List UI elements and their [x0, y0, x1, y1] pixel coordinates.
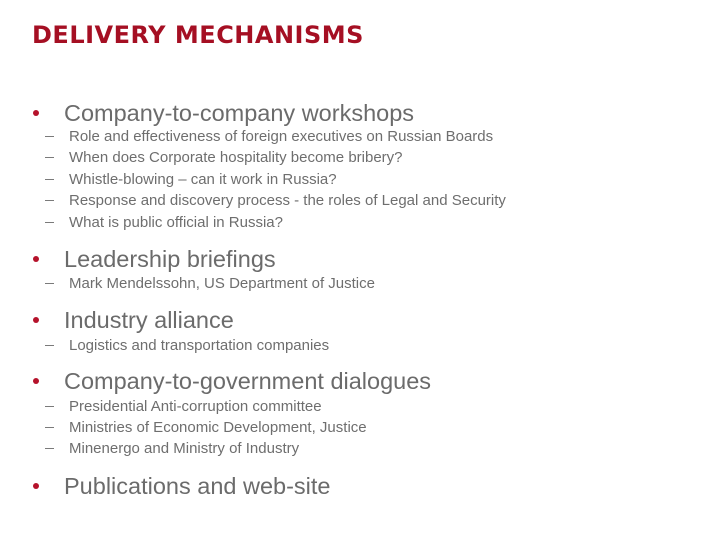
bullet-item-company-to-government-dialogues: Company-to-government dialogues: [0, 366, 700, 396]
bullet-label: Company-to-government dialogues: [64, 368, 432, 394]
sub-item-label: Ministries of Economic Development, Just…: [69, 419, 367, 436]
bullet-dot-icon: [33, 483, 39, 489]
bullet-dot-icon: [33, 378, 39, 384]
sub-item-label: Logistics and transportation companies: [69, 337, 330, 354]
bullet-dot-icon: [33, 256, 39, 262]
dash-icon: [45, 179, 54, 180]
sub-item: When does Corporate hospitality become b…: [0, 148, 700, 168]
sub-item: Presidential Anti-corruption committee: [0, 397, 700, 417]
sub-item-label: Whistle-blowing – can it work in Russia?: [69, 171, 337, 188]
bullet-label: Publications and web-site: [64, 473, 331, 499]
sub-item: Whistle-blowing – can it work in Russia?: [0, 170, 700, 190]
sub-item: Logistics and transportation companies: [0, 336, 700, 356]
bullet-item-leadership-briefings: Leadership briefings: [0, 244, 700, 274]
dash-icon: [45, 200, 54, 201]
slide-title: DELIVERY MECHANISMS: [32, 21, 364, 49]
sub-item: Response and discovery process - the rol…: [0, 191, 700, 211]
sub-item: Ministries of Economic Development, Just…: [0, 418, 700, 438]
sub-item: What is public official in Russia?: [0, 213, 700, 233]
dash-icon: [45, 448, 54, 449]
bullet-dot-icon: [33, 317, 39, 323]
bullet-label: Leadership briefings: [64, 246, 276, 272]
sub-item-label: When does Corporate hospitality become b…: [69, 149, 403, 166]
sub-item-label: Presidential Anti-corruption committee: [69, 398, 322, 415]
bullet-item-publications-and-web-site: Publications and web-site: [0, 471, 700, 501]
dash-icon: [45, 157, 54, 158]
dash-icon: [45, 427, 54, 428]
dash-icon: [45, 406, 54, 407]
dash-icon: [45, 136, 54, 137]
bullet-dot-icon: [33, 110, 39, 116]
bullet-item-company-to-company-workshops: Company-to-company workshops: [0, 98, 700, 128]
dash-icon: [45, 345, 54, 346]
sub-item-label: Role and effectiveness of foreign execut…: [69, 128, 494, 145]
dash-icon: [45, 222, 54, 223]
bullet-label: Industry alliance: [64, 307, 234, 333]
bullet-label: Company-to-company workshops: [64, 100, 415, 126]
sub-item: Role and effectiveness of foreign execut…: [0, 127, 700, 147]
sub-item-label: Mark Mendelssohn, US Department of Justi…: [69, 275, 375, 292]
bullet-item-industry-alliance: Industry alliance: [0, 305, 700, 335]
sub-item-label: Response and discovery process - the rol…: [69, 192, 506, 209]
sub-item-label: Minenergo and Ministry of Industry: [69, 440, 300, 457]
dash-icon: [45, 283, 54, 284]
sub-item-label: What is public official in Russia?: [69, 214, 283, 231]
sub-item: Minenergo and Ministry of Industry: [0, 439, 700, 459]
sub-item: Mark Mendelssohn, US Department of Justi…: [0, 274, 700, 294]
